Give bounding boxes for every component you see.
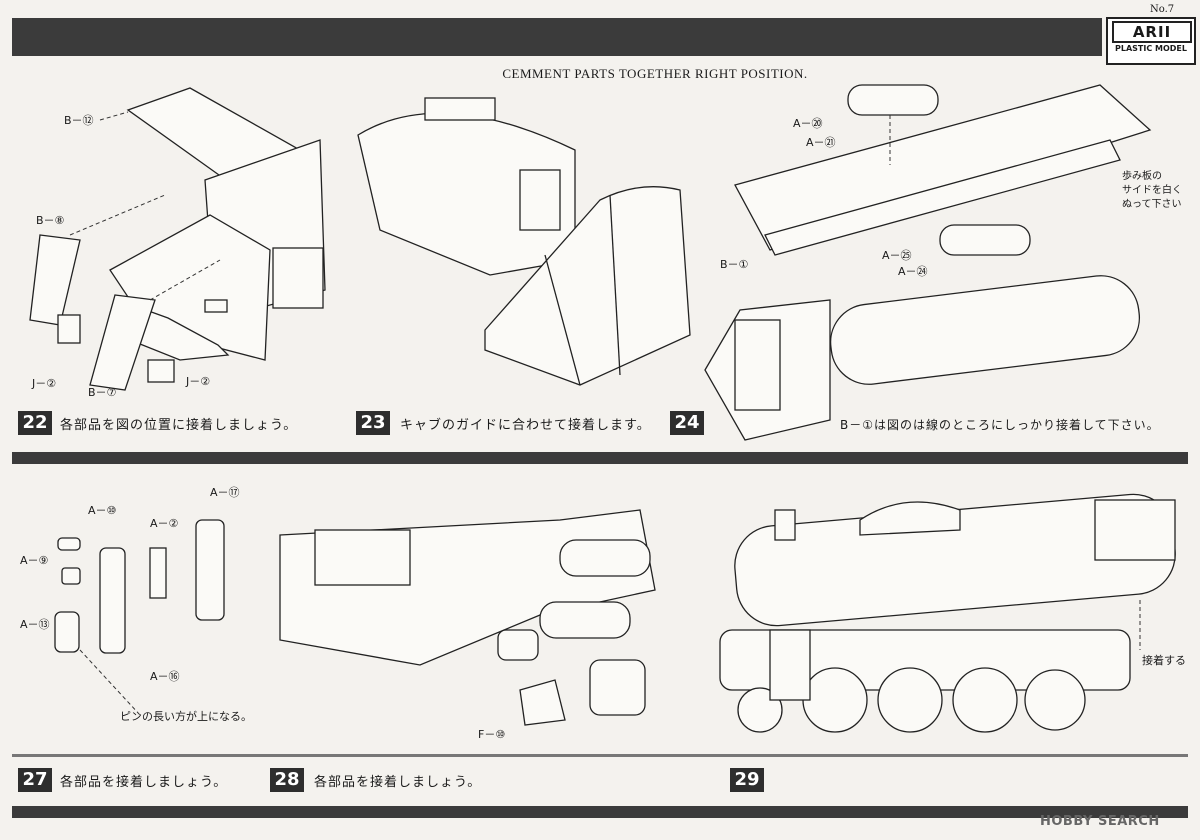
step-27-text: 各部品を接着しましょう。 — [60, 775, 228, 790]
headline: CEMMENT PARTS TOGETHER RIGHT POSITION. — [502, 66, 808, 81]
s27-label-a13: A－⑬ — [20, 618, 50, 631]
s24-label-a24: A－㉔ — [898, 265, 928, 278]
s27-label-a17: A－⑰ — [210, 486, 240, 499]
step-23-text: キャブのガイドに合わせて接着します。 — [400, 418, 651, 433]
s24-note-line1: 歩み板の — [1122, 171, 1162, 182]
footer-bar — [12, 806, 1188, 818]
brand-logo-sub: PLASTIC MODEL — [1115, 44, 1187, 53]
s27-label-a10: A－⑩ — [88, 504, 117, 517]
step29-locomotive-drawing — [719, 493, 1176, 733]
step22-cab-drawing — [29, 87, 326, 391]
brand-logo-main: ARII — [1112, 21, 1192, 43]
header-bar — [12, 18, 1102, 56]
divider-bar-low — [12, 754, 1188, 757]
s27-label-a9: A－⑨ — [20, 554, 49, 567]
step-22-number: 22 — [18, 411, 52, 435]
step28-underside-drawing — [279, 509, 656, 726]
step-23-number: 23 — [356, 411, 390, 435]
s22-label-b7: B－⑦ — [88, 386, 117, 399]
step-22-text: 各部品を図の位置に接着しましょう。 — [60, 418, 298, 433]
watermark: HOBBY SEARCH — [1040, 814, 1160, 829]
step-24-number: 24 — [670, 411, 704, 435]
s24-label-b1: B－① — [720, 258, 749, 271]
s28-label-f10: F－⑩ — [478, 728, 506, 741]
step24-frame-drawing — [704, 84, 1152, 441]
step-24-text: B－①は図のは線のところにしっかり接着して下さい。 — [840, 418, 1160, 432]
step-27-number: 27 — [18, 768, 52, 792]
s27-label-a2: A－② — [150, 517, 179, 530]
s27-label-a16: A－⑯ — [150, 670, 180, 683]
step-28-text: 各部品を接着しましょう。 — [314, 775, 482, 790]
s24-note-line2: サイドを白く — [1122, 185, 1182, 196]
s24-note: 歩み板の サイドを白く ぬって下さい — [1122, 170, 1182, 212]
s27-note: ピンの長い方が上になる。 — [120, 710, 252, 723]
step-29-number: 29 — [730, 768, 764, 792]
s22-label-b12: B－⑫ — [64, 114, 94, 127]
s29-label-glue: 接着する — [1142, 654, 1186, 667]
s22-label-j2-left: J－② — [32, 377, 57, 390]
s22-label-b8: B－⑧ — [36, 214, 65, 227]
s24-label-a21: A－㉑ — [806, 136, 836, 149]
step-28-number: 28 — [270, 768, 304, 792]
step23-cab-drawing — [357, 97, 691, 386]
page-number: No.7 — [1150, 4, 1175, 15]
s24-label-a25: A－㉕ — [882, 249, 912, 262]
s24-note-line3: ぬって下さい — [1122, 199, 1182, 210]
divider-bar-middle — [12, 452, 1188, 464]
s24-label-a20: A－⑳ — [793, 117, 823, 130]
step27-parts-drawing — [54, 519, 225, 654]
s22-label-j2-right: J－② — [186, 375, 211, 388]
brand-logo: ARII PLASTIC MODEL — [1106, 17, 1196, 65]
